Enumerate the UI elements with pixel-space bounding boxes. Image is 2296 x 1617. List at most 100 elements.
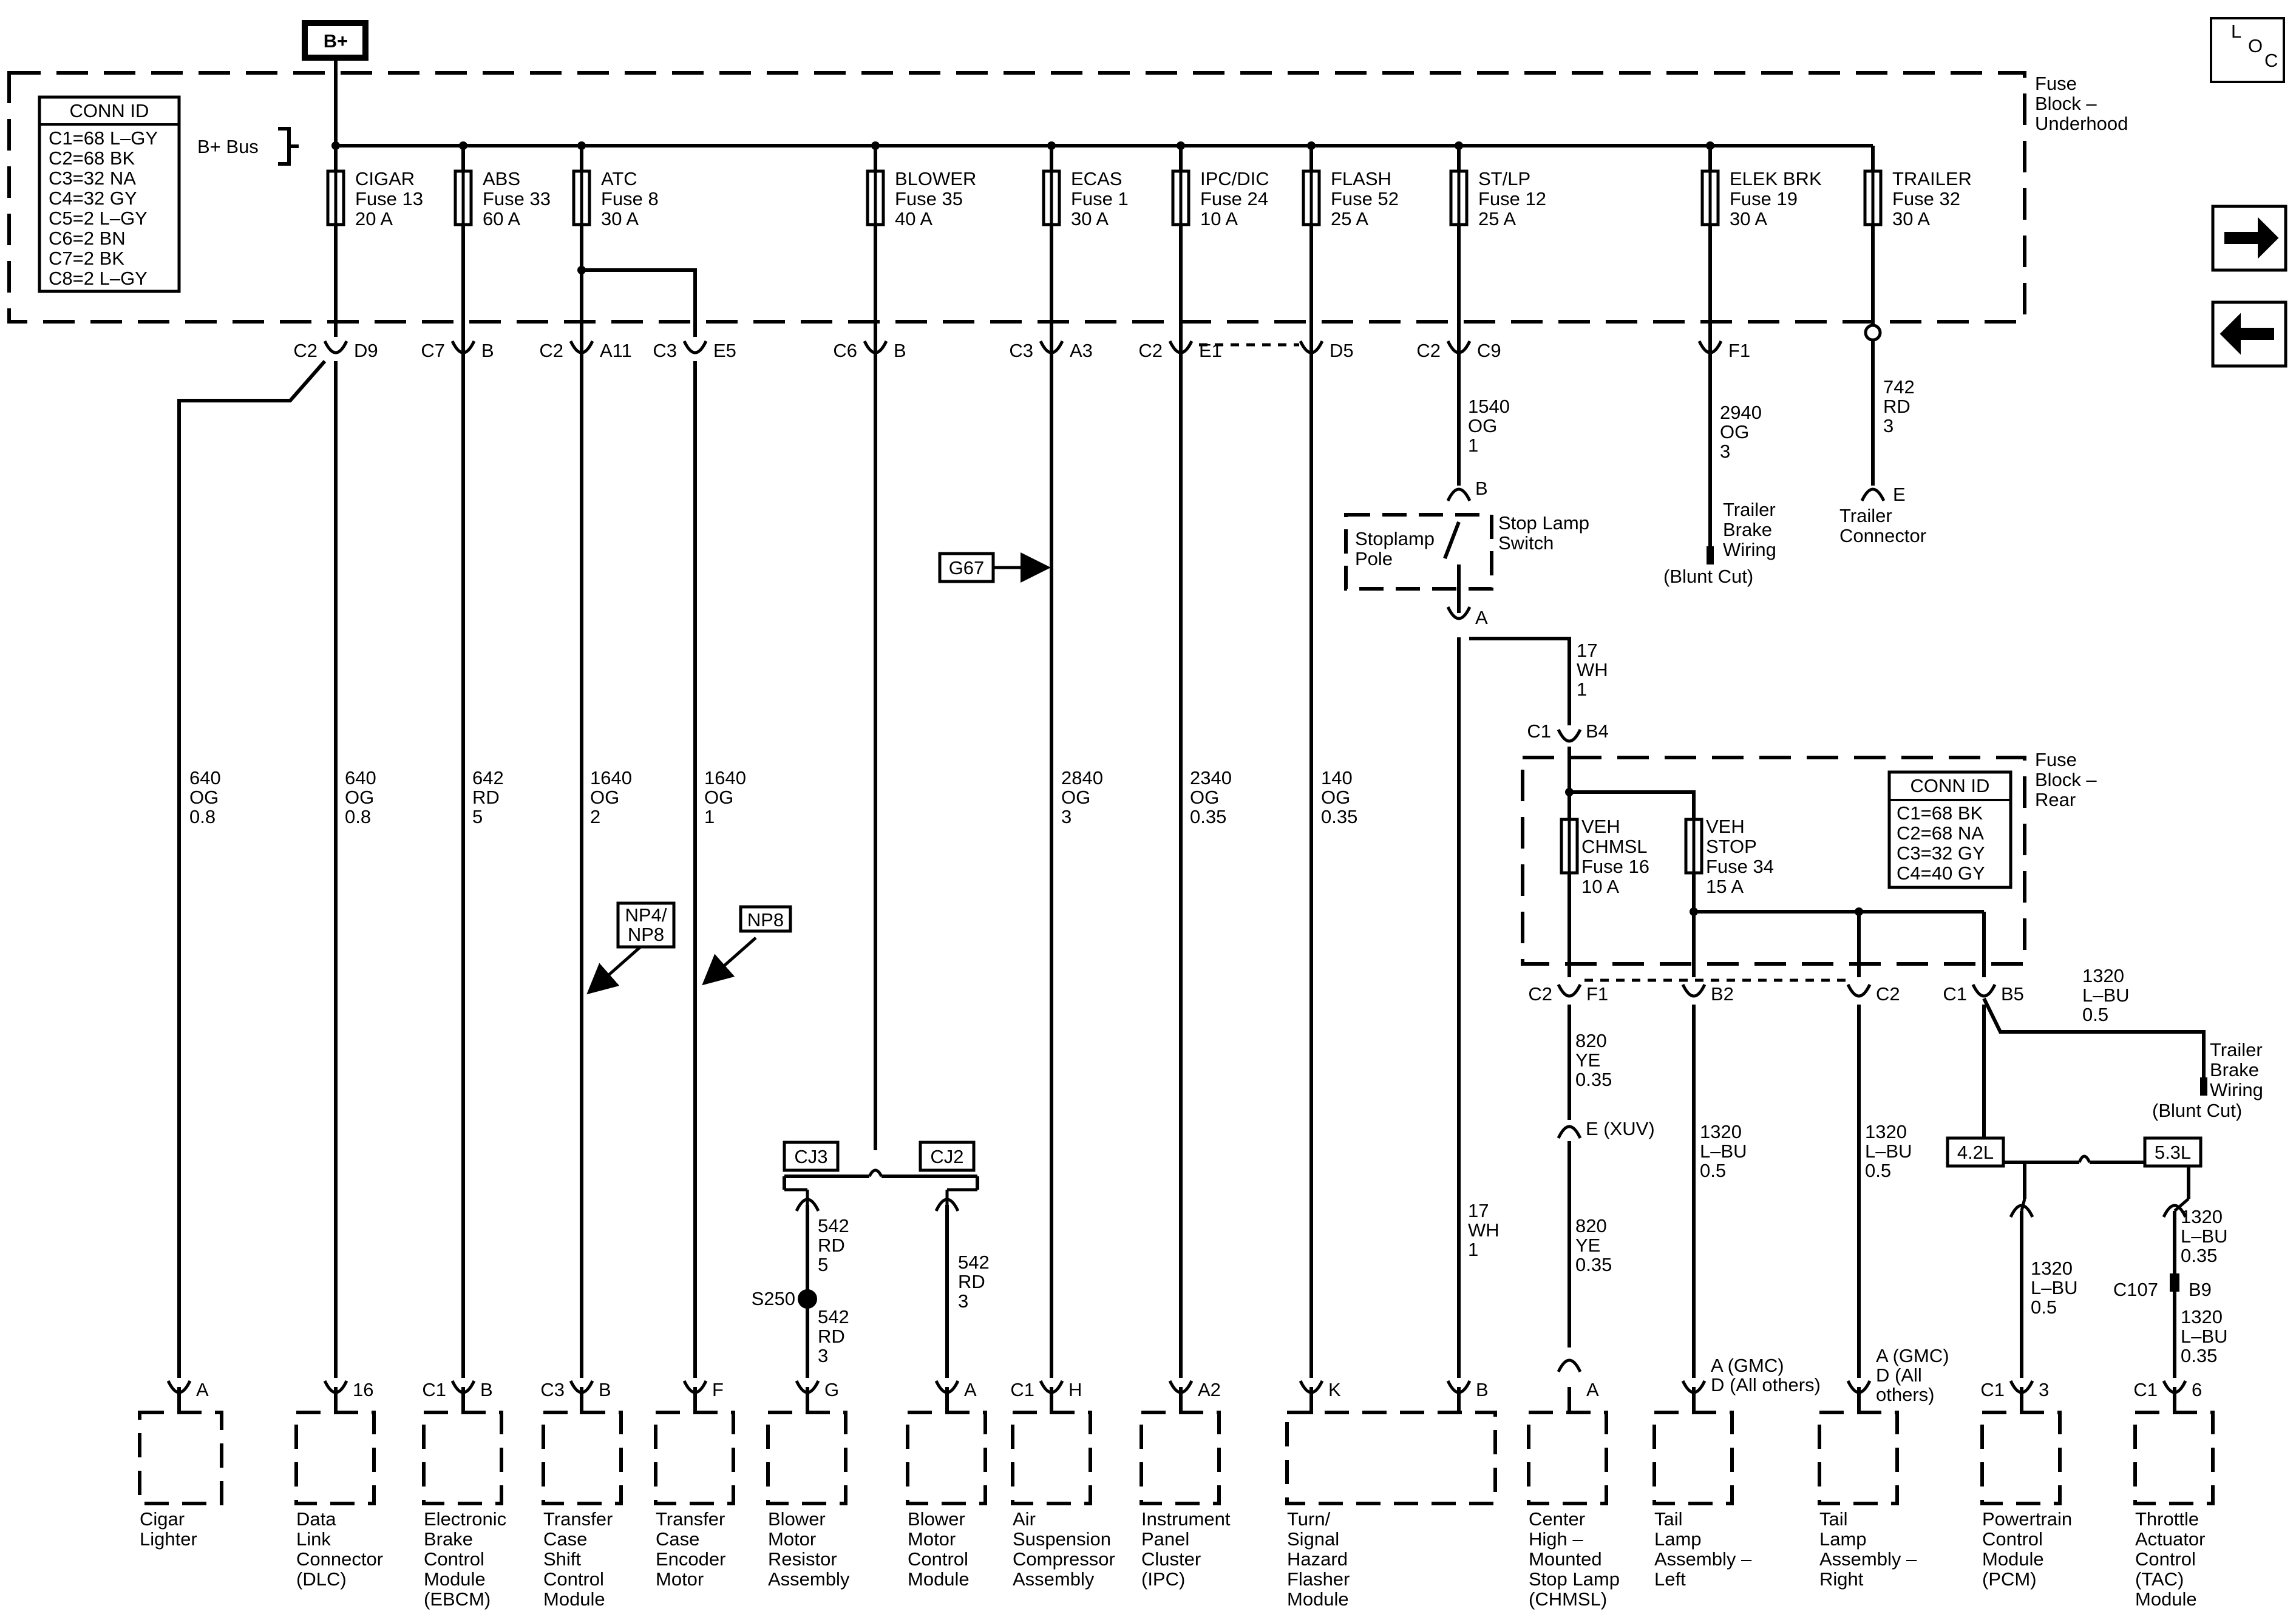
turn-signal-hazard-flasher-module-label: Turn/	[1287, 1508, 1331, 1530]
stop-lamp-switch-label: Stop Lamp	[1498, 512, 1589, 534]
fuse-label: 60 A	[483, 208, 520, 229]
instrument-panel-cluster-outline	[1140, 1411, 1221, 1505]
throttle-actuator-control-module-label: Control	[2135, 1548, 2196, 1570]
throttle-actuator-control-module-label: Throttle	[2135, 1508, 2199, 1530]
stoplamp-pole-label: Pole	[1355, 548, 1393, 569]
underhood-pin-conn: C2	[1416, 340, 1441, 361]
rear-pin-id: B2	[1711, 983, 1734, 1005]
trailer-fuse-ring	[1864, 324, 1882, 342]
trailer-brake-wiring-upper: Trailer	[1723, 499, 1776, 520]
air-suspension-compressor-assembly-label: Suspension	[1013, 1528, 1111, 1550]
left-arrow-icon	[2220, 313, 2274, 355]
wire-label-encoder: 1640	[704, 767, 746, 788]
engine-5-3l-option-box	[2143, 1136, 2203, 1168]
fuse-label: Fuse 12	[1478, 188, 1546, 209]
underhood-pin-conn: C2	[1138, 340, 1163, 361]
fuse-label: CIGAR	[355, 168, 415, 189]
xuv-inline-terminal	[1557, 1125, 1582, 1139]
wire-label-1320-tail-left: L–BU	[1700, 1141, 1747, 1162]
wire-label-ebcm: RD	[472, 787, 500, 808]
cigar-lighter-outline	[138, 1411, 223, 1505]
fuse-label: ST/LP	[1478, 168, 1530, 189]
g67-label: G67	[949, 557, 985, 578]
engine-4-2l-option-box	[1946, 1136, 2005, 1168]
underhood-conn-id-title: CONN ID	[70, 100, 149, 121]
fuse-label: 40 A	[895, 208, 932, 229]
rear-fuse-block-outline	[1521, 756, 2026, 966]
throttle-actuator-control-module-label: Module	[2135, 1588, 2197, 1610]
wire-label-ecas: 2840	[1061, 767, 1103, 788]
cigar-lighter-label: Lighter	[140, 1528, 197, 1550]
g67-option-box	[938, 552, 995, 583]
trailer-connector-pin: E	[1893, 484, 1906, 505]
tail-lamp-assembly-right-label: Right	[1819, 1568, 1864, 1590]
underhood-pin-terminal	[1299, 340, 1324, 354]
rear-pin-id: B5	[2001, 983, 2024, 1005]
cigar-lighter-label: Cigar	[140, 1508, 185, 1530]
wire-label-ecas: OG	[1061, 787, 1090, 808]
fuse-label: TRAILER	[1892, 168, 1972, 189]
trailer-connector-terminal	[1860, 487, 1886, 502]
electronic-brake-control-module-outline	[422, 1411, 503, 1505]
b-plus-box	[302, 20, 369, 61]
c107-pin-label: B9	[2189, 1279, 2212, 1300]
instrument-panel-cluster-label: Instrument	[1141, 1508, 1231, 1530]
rear-stop-junction-b	[1855, 907, 1863, 916]
wire-label-stlp: OG	[1468, 415, 1497, 436]
trailer-brake-wiring-lower: Trailer	[2210, 1039, 2263, 1060]
np4-np8-label: NP8	[628, 924, 664, 945]
trailer-brake-wiring-lower: Wiring	[2210, 1079, 2263, 1100]
trailer-connector-label: Connector	[1839, 525, 1926, 546]
wire-label-1320-tac-lower: 1320	[2181, 1306, 2223, 1327]
stop-lamp-switch-blade	[1443, 521, 1461, 560]
next-page-button[interactable]	[2211, 205, 2288, 272]
splice-s250	[798, 1289, 817, 1309]
atc-branch	[582, 268, 697, 337]
wire-label-820-upper: YE	[1575, 1049, 1600, 1071]
bus-junction	[1177, 141, 1185, 150]
previous-page-button[interactable]	[2211, 300, 2288, 368]
underhood-pin-terminal	[1039, 340, 1064, 354]
wire-label-cigar: OG	[189, 787, 219, 808]
rear-input-terminal	[1557, 728, 1582, 743]
blower-motor-control-module-label: Module	[908, 1568, 970, 1590]
rear-fuse-label: VEH	[1581, 816, 1620, 837]
wire-label-542-lower: 3	[818, 1345, 828, 1366]
wire-label-542-lower: 542	[818, 1306, 849, 1327]
wire-label-1320-tail-right: L–BU	[1865, 1141, 1912, 1162]
transfer-case-shift-control-module-outline	[542, 1411, 623, 1505]
rear-conn-id-title: CONN ID	[1911, 775, 1990, 796]
underhood-conn-id-row: C1=68 L–GY	[49, 127, 158, 149]
throttle-actuator-control-module-label: Actuator	[2135, 1528, 2205, 1550]
cj2-label: CJ2	[930, 1146, 963, 1167]
wire-label-542-upper: RD	[818, 1235, 845, 1256]
atc-junction	[577, 266, 586, 274]
underhood-block-title: Underhood	[2035, 113, 2128, 134]
fuse-label: IPC/DIC	[1200, 168, 1269, 189]
wire-label-820-upper: 0.35	[1575, 1069, 1612, 1090]
underhood-pin-id: B	[894, 340, 906, 361]
underhood-pin-terminal	[1168, 340, 1194, 354]
wire-label-flasher: OG	[1321, 787, 1350, 808]
rear-conn-id-row: C4=40 GY	[1897, 863, 1985, 884]
blower-motor-resistor-assembly-label: Resistor	[768, 1548, 837, 1570]
transfer-case-encoder-motor-label: Encoder	[656, 1548, 725, 1570]
air-suspension-compressor-assembly-label: Assembly	[1013, 1568, 1095, 1590]
instrument-panel-cluster-label: Cluster	[1141, 1548, 1201, 1570]
instrument-panel-cluster-pin: A2	[1198, 1379, 1221, 1400]
fuse-label: BLOWER	[895, 168, 976, 189]
underhood-pin-id: A3	[1070, 340, 1093, 361]
rear-conn-id-table	[1887, 770, 2012, 889]
bus-junction	[331, 141, 340, 150]
tac-option-terminal	[2162, 1204, 2187, 1218]
transfer-case-shift-control-module-conn: C3	[540, 1379, 565, 1400]
wire-label-1320-tac-lower: L–BU	[2181, 1326, 2228, 1347]
rear-fuse-label: 15 A	[1706, 876, 1744, 897]
wire-label-820-lower: 0.35	[1575, 1254, 1612, 1275]
rear-fuse-label: CHMSL	[1581, 836, 1648, 857]
chmsl-inline-terminal	[1557, 1358, 1582, 1373]
wire-label-1320-tac-lower: 0.35	[2181, 1345, 2217, 1366]
wire-label-tcscm: 2	[590, 806, 600, 827]
underhood-pin-conn: C6	[833, 340, 857, 361]
